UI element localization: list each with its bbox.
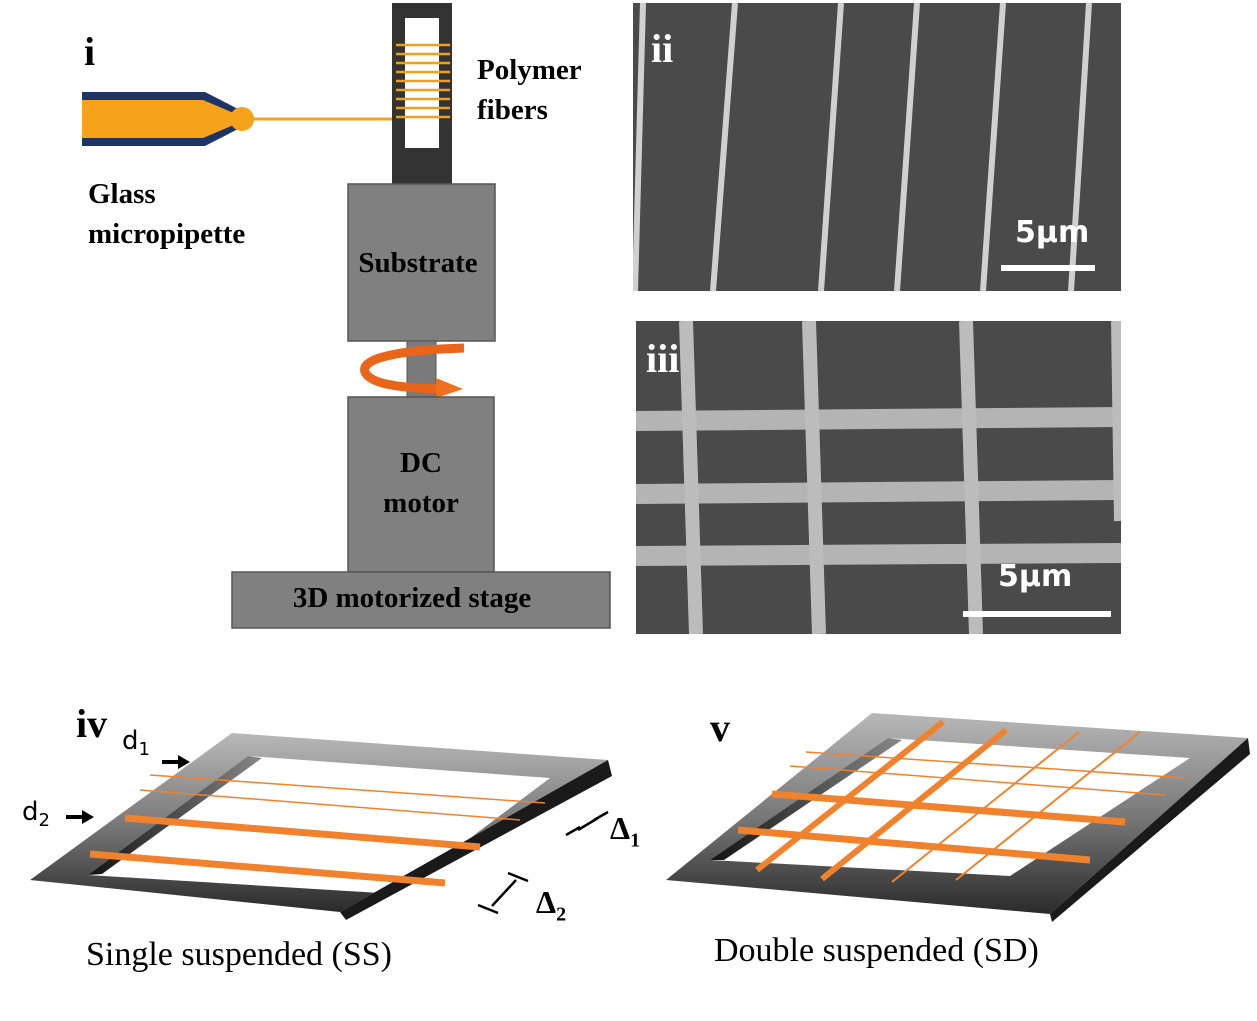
- panel-label-i: i: [84, 29, 96, 74]
- delta1-subscript: 1: [630, 829, 641, 852]
- delta2-subscript: 2: [556, 903, 567, 926]
- d1-subscript: 1: [138, 739, 150, 761]
- aligned-fibers-image: [633, 3, 1095, 291]
- glass-micropipette-icon: [82, 92, 254, 146]
- substrate-label: Substrate: [358, 247, 478, 279]
- ss-frame: [30, 733, 612, 920]
- delta1-symbol: Δ: [610, 810, 631, 846]
- panel-label-iii: iii: [646, 336, 680, 381]
- scale-bar-label: 5μm: [998, 559, 1073, 594]
- fibers-label-line2: fibers: [477, 94, 548, 126]
- sd-fibers: [737, 719, 1186, 883]
- d2-subscript: 2: [38, 810, 50, 832]
- fibers-label-line1: Polymer: [477, 54, 582, 86]
- substrate-block: [347, 183, 496, 342]
- pipette-label-line2: micropipette: [88, 218, 246, 250]
- panel-label-v: v: [710, 705, 730, 750]
- motor-label: DC motor: [348, 443, 494, 523]
- single-suspended-diagram: [30, 733, 612, 920]
- dc-motor-block: [347, 396, 495, 573]
- stage-label: 3D motorized stage: [292, 582, 532, 614]
- motor-label-line2: motor: [383, 487, 459, 519]
- scale-bar: [1001, 265, 1095, 271]
- ss-fibers: [89, 774, 546, 887]
- sd-frame: [666, 713, 1250, 922]
- panel-label-ii: ii: [651, 26, 674, 71]
- motorized-stage-block: [231, 571, 611, 629]
- d2-label: d2: [22, 797, 50, 831]
- crossed-fibers-image: [636, 321, 1121, 634]
- setup-schematic: [82, 3, 611, 629]
- d1-symbol: d: [122, 726, 139, 756]
- d1-label: d1: [122, 726, 150, 760]
- delta2-symbol: Δ: [536, 884, 557, 920]
- sd-caption: Double suspended (SD): [714, 932, 1039, 969]
- delta1-dimension-icon: [565, 810, 609, 837]
- panel-label-iv: iv: [76, 701, 108, 746]
- ss-caption: Single suspended (SS): [86, 936, 392, 973]
- d1-arrow-icon: [162, 755, 190, 769]
- delta2-label: Δ2: [536, 884, 566, 926]
- panel-ii-sem-image: ii 5μm: [633, 3, 1121, 291]
- panel-iii-sem-image: iii 5μm: [636, 321, 1121, 634]
- fiber-holder: [392, 3, 452, 186]
- delta1-label: Δ1: [610, 810, 640, 852]
- d2-symbol: d: [22, 797, 39, 827]
- delta2-dimension-icon: [477, 871, 529, 915]
- fibers-label: Polymer fibers: [477, 50, 582, 130]
- pipette-label-line1: Glass: [88, 178, 156, 210]
- scale-bar-label: 5μm: [1015, 215, 1090, 250]
- motor-label-line1: DC: [400, 447, 442, 479]
- pipette-label: Glass micropipette: [88, 174, 245, 254]
- rotation-arrow-icon: [360, 343, 465, 398]
- d2-arrow-icon: [66, 810, 94, 824]
- scale-bar: [963, 611, 1111, 617]
